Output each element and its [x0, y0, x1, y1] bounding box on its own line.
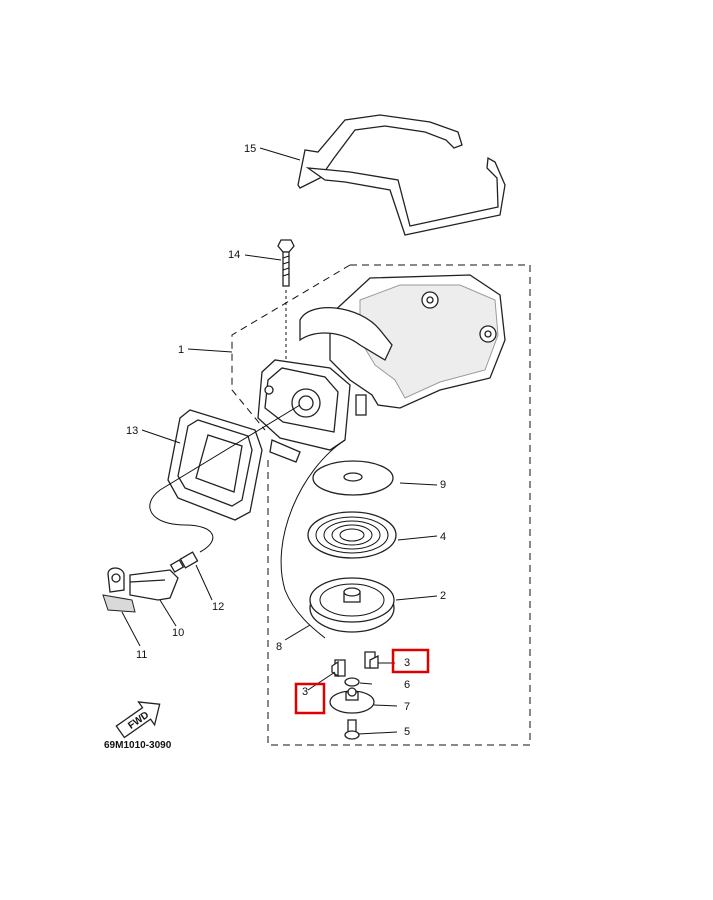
label-part-15: 15 — [244, 143, 256, 155]
diagram-code: 69M1010-3090 — [104, 740, 172, 751]
highlight-part-3-right — [391, 648, 430, 674]
fwd-arrow-icon: FWD — [115, 701, 161, 739]
part-14-grommet — [167, 409, 263, 521]
label-part-1: 1 — [178, 344, 184, 356]
label-part-5: 6 — [404, 679, 410, 691]
label-part-9: 8 — [276, 641, 282, 653]
part-8-plate — [312, 460, 394, 496]
label-part-3-left: 3 — [302, 686, 308, 698]
label-part-4: 4 — [440, 531, 446, 543]
label-part-13: 14 — [228, 249, 240, 261]
label-part-11: 11 — [136, 649, 147, 661]
label-part-8: 9 — [440, 479, 446, 491]
part-13-bolt — [277, 239, 295, 287]
part-2-pulley — [309, 577, 395, 633]
part-11-knob — [102, 567, 136, 613]
part-5-clip — [344, 677, 360, 687]
highlight-part-3-left — [294, 682, 326, 715]
leader-lines — [121, 147, 438, 735]
part-4-spiral-spring — [307, 511, 397, 559]
part-6-drive-plate — [329, 687, 375, 714]
label-part-3-right: 3 — [404, 657, 410, 669]
label-part-12: 12 — [212, 601, 224, 613]
assembly-boundary — [231, 264, 531, 746]
label-part-7: 5 — [404, 726, 410, 738]
label-part-10: 10 — [172, 627, 184, 639]
part-15-handle — [297, 114, 506, 236]
part-3-pawls — [331, 651, 379, 678]
label-part-14: 13 — [126, 425, 138, 437]
starter-cable — [149, 404, 301, 553]
part-7-screw — [344, 719, 360, 740]
label-part-2: 2 — [440, 590, 446, 602]
part-10-lever — [129, 569, 179, 601]
part-1-starter-case — [257, 274, 506, 463]
part-12-cable-end — [169, 551, 199, 573]
label-part-6: 7 — [404, 701, 410, 713]
